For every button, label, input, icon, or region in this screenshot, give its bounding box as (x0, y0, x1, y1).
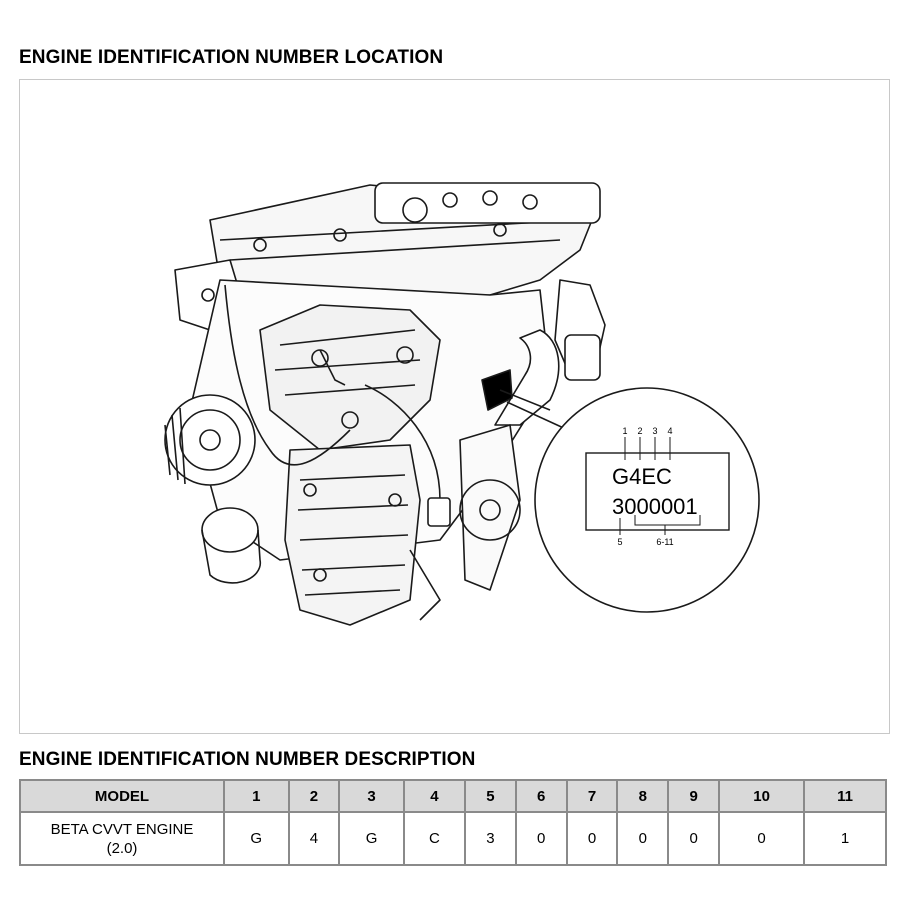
model-name: BETA CVVT ENGINE (50, 820, 194, 838)
value-cell: 0 (616, 811, 670, 866)
header-cell: 7 (565, 779, 619, 813)
value-cell: C (402, 811, 466, 866)
header-cell: 10 (718, 779, 806, 813)
value-cell: G (338, 811, 405, 866)
bottom-label: 6-11 (656, 537, 673, 547)
table-header-row: MODEL 1 2 3 4 5 6 7 8 9 10 11 (19, 779, 887, 813)
bottom-label: 5 (617, 537, 622, 547)
engine-line-art (164, 182, 606, 626)
value-cell: 4 (287, 811, 341, 866)
value-cell: 0 (718, 811, 806, 866)
digit-label: 4 (667, 426, 672, 436)
header-cell: 3 (338, 779, 405, 813)
header-cell: 4 (402, 779, 466, 813)
section-title-location: ENGINE IDENTIFICATION NUMBER LOCATION (19, 47, 444, 68)
header-cell: MODEL (19, 779, 225, 813)
header-cell: 9 (667, 779, 721, 813)
value-cell: G (223, 811, 290, 866)
cropped-previous-line (28, 18, 168, 28)
header-cell: 2 (287, 779, 341, 813)
value-cell: 0 (667, 811, 721, 866)
header-cell: 1 (223, 779, 290, 813)
table-row: BETA CVVT ENGINE (2.0) G 4 G C 3 0 0 0 0… (19, 811, 887, 866)
engine-figure: 1 2 3 4 G4EC 3000001 5 6-11 (19, 79, 890, 734)
value-cell: 0 (514, 811, 568, 866)
header-cell: 5 (463, 779, 517, 813)
engine-id-table: MODEL 1 2 3 4 5 6 7 8 9 10 11 BETA CVVT … (19, 779, 887, 866)
header-cell: 8 (616, 779, 670, 813)
value-cell: 0 (565, 811, 619, 866)
digit-label: 1 (622, 426, 627, 436)
engine-code-text: G4EC (612, 464, 672, 489)
model-cell: BETA CVVT ENGINE (2.0) (19, 811, 225, 866)
section-title-description: ENGINE IDENTIFICATION NUMBER DESCRIPTION (19, 749, 476, 770)
header-cell: 11 (803, 779, 887, 813)
value-cell: 1 (803, 811, 887, 866)
model-displacement: (2.0) (106, 839, 138, 857)
value-cell: 3 (463, 811, 517, 866)
digit-label: 3 (652, 426, 657, 436)
digit-label: 2 (637, 426, 642, 436)
engine-illustration: 1 2 3 4 G4EC 3000001 5 6-11 (164, 182, 760, 626)
serial-number-text: 3000001 (612, 494, 698, 519)
header-cell: 6 (514, 779, 568, 813)
engine-number-plate (585, 452, 730, 531)
